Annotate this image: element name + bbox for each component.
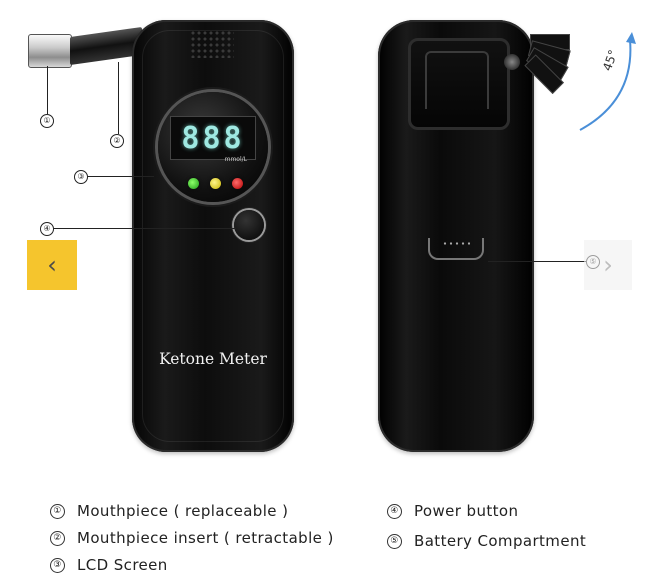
legend-num-3: ③ — [50, 557, 65, 573]
device-label: Ketone Meter — [159, 350, 267, 368]
power-button — [234, 210, 264, 240]
legend-num-4: ④ — [387, 503, 402, 519]
led-red — [232, 178, 243, 189]
callout-4: ④ — [40, 222, 54, 236]
chevron-right-icon: › — [603, 251, 613, 279]
callout-line-1 — [47, 66, 48, 114]
legend-num-5: ⑤ — [387, 533, 402, 549]
hinge-screw — [504, 54, 520, 70]
device-back — [378, 20, 534, 452]
legend-item-4: ④ Power button — [387, 502, 518, 520]
led-yellow — [210, 178, 221, 189]
callout-line-2 — [118, 62, 119, 134]
callout-1: ① — [40, 114, 54, 128]
speaker-grille — [190, 30, 234, 58]
lcd-screen: 888 mmol/L — [170, 116, 256, 163]
rotation-arc — [579, 32, 636, 131]
callout-2: ② — [110, 134, 124, 148]
device-front: 888 mmol/L Ketone Meter — [132, 20, 294, 452]
product-image: 888 mmol/L Ketone Meter 45° ① ② ③ — [28, 20, 636, 452]
battery-contacts — [442, 242, 470, 245]
next-image-button[interactable]: › — [584, 240, 632, 290]
callout-line-5 — [488, 261, 586, 262]
callout-line-4 — [52, 228, 236, 229]
callout-3: ③ — [74, 170, 88, 184]
legend-num-2: ② — [50, 530, 65, 546]
battery-compartment — [428, 238, 484, 260]
legend-text-4: Power button — [414, 502, 519, 520]
led-green — [188, 178, 199, 189]
legend-item-3: ③ LCD Screen — [50, 556, 168, 574]
legend-text-5: Battery Compartment — [414, 532, 587, 550]
legend-item-2: ② Mouthpiece insert ( retractable ) — [50, 529, 334, 547]
lcd-unit: mmol/L — [224, 156, 247, 163]
belt-clip-inner — [425, 51, 489, 109]
mouthpiece — [28, 34, 72, 68]
legend-text-3: LCD Screen — [77, 556, 168, 574]
chevron-left-icon: ‹ — [47, 251, 57, 279]
legend-item-1: ① Mouthpiece ( replaceable ) — [50, 502, 288, 520]
prev-image-button[interactable]: ‹ — [27, 240, 77, 290]
lcd-ring: 888 mmol/L — [158, 92, 268, 202]
legend-text-1: Mouthpiece ( replaceable ) — [77, 502, 289, 520]
callout-line-3 — [86, 176, 154, 177]
belt-clip — [408, 38, 510, 130]
legend-item-5: ⑤ Battery Compartment — [387, 532, 586, 550]
legend-num-1: ① — [50, 503, 65, 519]
legend-text-2: Mouthpiece insert ( retractable ) — [77, 529, 334, 547]
lcd-digits: 888 — [181, 120, 245, 156]
